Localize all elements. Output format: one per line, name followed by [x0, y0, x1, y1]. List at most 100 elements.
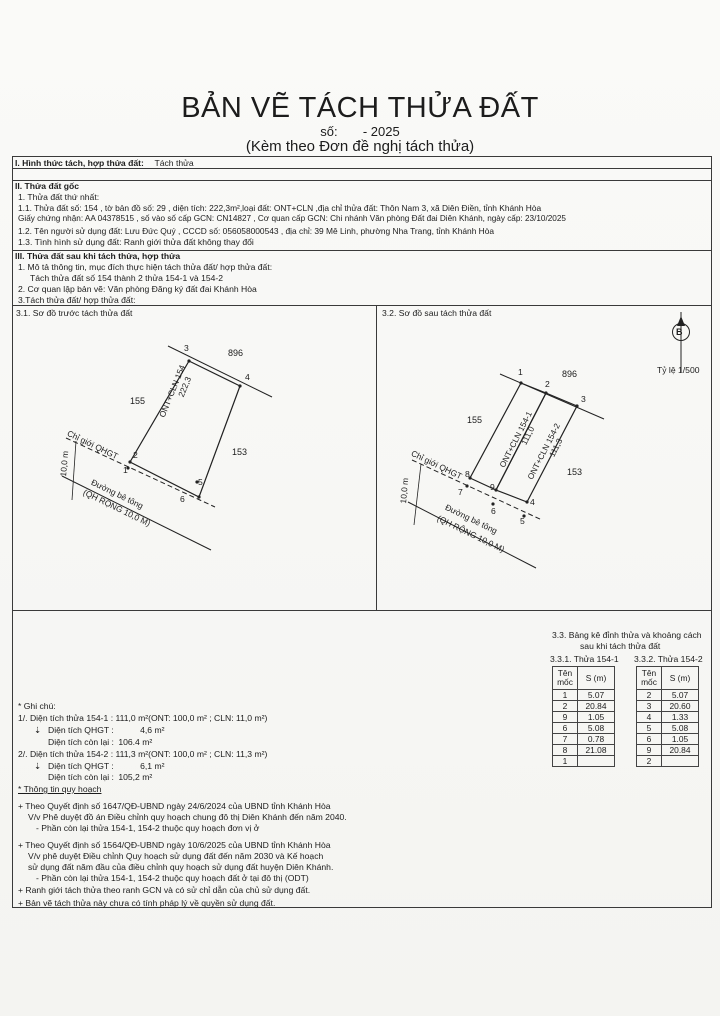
parcel-896-label: 896: [228, 348, 244, 358]
vertex-label-1: 1: [518, 367, 523, 377]
vertex-8: [468, 476, 472, 480]
mark-cell: 9: [552, 711, 578, 723]
planning-2c: sử dụng đất năm đầu của điều chỉnh quy h…: [28, 862, 334, 872]
section-2-line1-2: 1.2. Tên người sử dụng đất: Lưu Đức Quý …: [18, 226, 495, 236]
table-heading-2: sau khi tách thửa đất: [580, 641, 661, 651]
table-row: 1: [552, 755, 615, 767]
table-heading-1: 3.3. Bảng kê đỉnh thửa và khoảng cách: [552, 630, 702, 640]
vertex-label-4: 4: [530, 497, 535, 507]
mark-cell: 6: [552, 722, 578, 734]
qhgt-label: Diện tích QHGT :: [48, 761, 114, 771]
section-1: I. Hình thức tách, hợp thửa đất: Tách th…: [15, 158, 194, 168]
section-2-line1-3: 1.3. Tình hình sử dụng đất: Ranh giới th…: [18, 237, 254, 247]
dimension-line: [413, 463, 422, 526]
boundary-line: [499, 373, 605, 420]
note-154-2-con: Diện tích còn lại : 105,2 m²: [48, 772, 152, 782]
mark-cell: 5: [636, 722, 662, 734]
section-3-line2: 2. Cơ quan lập bản vẽ: Văn phòng Đăng ký…: [18, 284, 257, 294]
con-value: 105,2 m²: [118, 772, 153, 782]
table-1-title: 3.3.1. Thửa 154-1: [550, 654, 619, 664]
vertex-label-2: 2: [545, 379, 550, 389]
mark-cell: 7: [552, 733, 578, 745]
vertex-4: [238, 384, 242, 388]
section-3-line3: 3.Tách thửa đất/ hợp thửa đất:: [18, 295, 136, 305]
planning-2d: - Phần còn lại thửa 154-1, 154-2 thuộc q…: [36, 873, 309, 883]
diagram-before-heading: 3.1. Sơ đồ trước tách thửa đất: [16, 308, 133, 318]
dimension-line: [71, 440, 77, 501]
dist-cell: [577, 755, 615, 767]
mark-cell: 4: [636, 711, 662, 723]
divider: [12, 305, 712, 306]
dist-cell: 5.08: [577, 722, 615, 734]
so-label: số:: [320, 124, 338, 139]
planning-4: + Bản vẽ tách thửa này chưa có tính pháp…: [18, 898, 276, 908]
mark-cell: 2: [636, 755, 662, 767]
vertex-5: [195, 480, 199, 484]
north-arrow-head: [677, 316, 685, 326]
dist-cell: 1.33: [661, 711, 699, 723]
main-frame: [12, 156, 712, 908]
section-3-line1: 1. Mô tả thông tin, mục đích thực hiện t…: [18, 262, 273, 272]
diagram-after-heading: 3.2. Sơ đồ sau tách thửa đất: [382, 308, 492, 318]
parcel-155-label: 155: [467, 415, 483, 425]
dist-cell: 21.08: [577, 744, 615, 756]
parcel-153-label: 153: [567, 467, 583, 477]
vertex-9: [494, 488, 498, 492]
divider: [12, 180, 712, 181]
note-154-2: 2/. Diện tích thửa 154-2 : 111,3 m²(ONT:…: [18, 749, 268, 759]
note-154-1: 1/. Diện tích thửa 154-1 : 111,0 m²(ONT:…: [18, 713, 268, 723]
road-edge-line: [407, 501, 537, 569]
section-2-line1: 1. Thửa đất thứ nhất:: [18, 192, 100, 202]
vertex-3: [575, 404, 579, 408]
planning-2a: + Theo Quyết định số 1564/QĐ-UBND ngày 1…: [18, 840, 331, 850]
mark-cell: 1: [552, 689, 578, 701]
divider: [12, 250, 712, 251]
divider: [12, 610, 712, 611]
vertex-label-2: 2: [133, 450, 138, 460]
vertex-2: [128, 460, 132, 464]
dist-cell: 0.78: [577, 733, 615, 745]
note-154-2-qhgt: ⇣Diện tích QHGT : 6,1 m²: [34, 761, 165, 771]
parcel-153-label: 153: [232, 447, 248, 457]
planning-3: + Ranh giới tách thửa theo ranh GCN và c…: [18, 885, 311, 895]
col-s-header: S (m): [661, 666, 699, 690]
boundary-line: [167, 345, 273, 398]
so-year: - 2025: [362, 124, 400, 139]
mark-cell: 9: [636, 744, 662, 756]
north-arrow-letter: B: [676, 327, 683, 337]
planning-1a: + Theo Quyết định số 1647/QĐ-UBND ngày 2…: [18, 801, 331, 811]
planning-heading: * Thông tin quy hoạch: [18, 784, 102, 794]
vertex-5: [522, 514, 526, 518]
planning-1c: - Phần còn lại thửa 154-1, 154-2 thuộc q…: [36, 823, 260, 833]
vertex-label-6: 6: [491, 506, 496, 516]
road-edge-line: [61, 475, 212, 551]
qhgt-label: Diện tích QHGT :: [48, 725, 114, 735]
table-2-title: 3.3.2. Thửa 154-2: [634, 654, 703, 664]
divider: [12, 168, 712, 169]
mark-cell: 2: [636, 689, 662, 701]
qhgt-value: 4,6 m²: [140, 725, 165, 735]
dist-cell: 20.84: [661, 744, 699, 756]
section-3-heading: III. Thửa đất sau khi tách thửa, hợp thử…: [15, 251, 181, 261]
dist-cell: 5.08: [661, 722, 699, 734]
con-label: Diện tích còn lại :: [48, 772, 114, 782]
dist-cell: 5.07: [577, 689, 615, 701]
vertex-1: [126, 466, 130, 470]
col-s-header: S (m): [577, 666, 615, 690]
planning-2b: V/v phê duyệt Điều chỉnh Quy hoạch sử dụ…: [28, 851, 324, 861]
con-label: Diện tích còn lại :: [48, 737, 114, 747]
section-2-line1-1: 1.1. Thửa đất số: 154 , tờ bản đồ số: 29…: [18, 203, 542, 213]
dist-cell: [661, 755, 699, 767]
vertex-label-6: 6: [180, 494, 185, 504]
column-divider: [376, 305, 377, 610]
section-3-line1-value: Tách thửa đất số 154 thành 2 thửa 154-1 …: [30, 273, 224, 283]
